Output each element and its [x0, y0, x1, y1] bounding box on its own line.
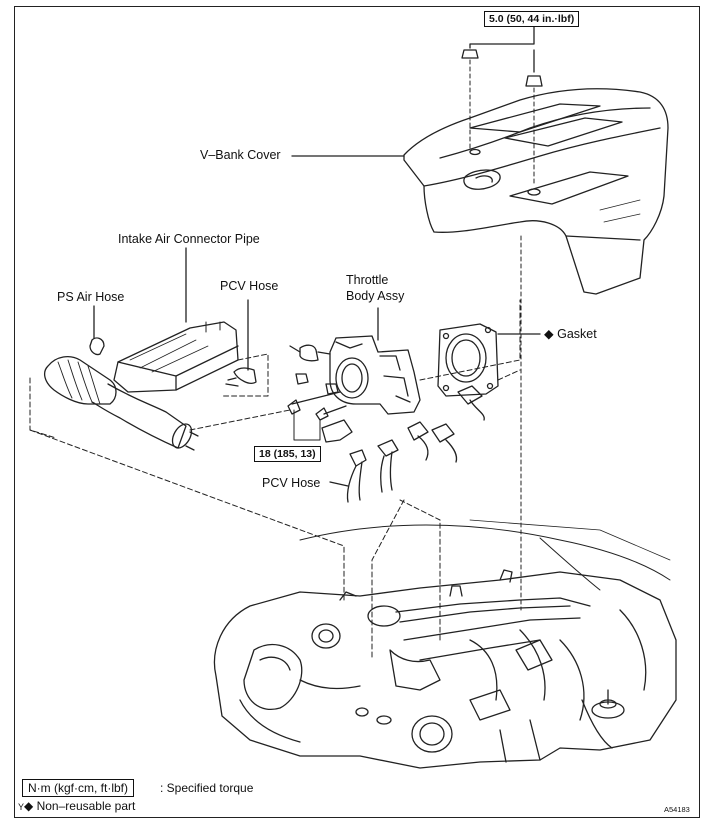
- non-reusable-legend: Y◆ Non–reusable part: [18, 799, 135, 813]
- intake-pipe-drawing: [43, 247, 239, 451]
- pcv-hose-lower-label: PCV Hose: [262, 476, 321, 490]
- assembly-phantom-lines: [29, 299, 521, 661]
- middle-torque-spec: 18 (185, 13): [254, 446, 321, 462]
- throttle-body-drawing: [287, 307, 421, 443]
- torque-unit-legend-text: : Specified torque: [160, 781, 254, 795]
- legend-diamond-icon: ◆: [24, 799, 34, 813]
- pcv-hose-upper-label: PCV Hose: [220, 279, 279, 293]
- legend-y-mark: Y: [18, 802, 25, 812]
- throttle-body-label-line2: Body Assy: [346, 289, 405, 303]
- throttle-body-label-line1: Throttle: [346, 273, 389, 287]
- ps-air-hose-label: PS Air Hose: [57, 290, 125, 304]
- pcv-hose-lower-leader: [329, 481, 349, 487]
- pcv-hose-upper-drawing: [225, 299, 257, 387]
- gasket-label-text: Gasket: [557, 327, 597, 341]
- engine-drawing: [213, 519, 677, 769]
- torque-unit-legend-box: N·m (kgf·cm, ft·lbf): [22, 779, 134, 797]
- vbank-cover-label: V–Bank Cover: [200, 148, 281, 162]
- coolant-hoses-drawing: [346, 385, 485, 503]
- top-torque-spec: 5.0 (50, 44 in.·lbf): [484, 11, 580, 27]
- gasket-drawing: [437, 323, 541, 397]
- gasket-label: ◆ Gasket: [544, 327, 597, 342]
- intake-pipe-label: Intake Air Connector Pipe: [118, 232, 260, 246]
- top-torque-leader: [461, 25, 543, 87]
- vbank-cover-drawing: [403, 88, 669, 295]
- non-reusable-diamond-icon: ◆: [544, 327, 554, 341]
- figure-id: A54183: [664, 805, 690, 814]
- non-reusable-legend-text: Non–reusable part: [36, 799, 136, 813]
- diagram-frame: [14, 6, 700, 818]
